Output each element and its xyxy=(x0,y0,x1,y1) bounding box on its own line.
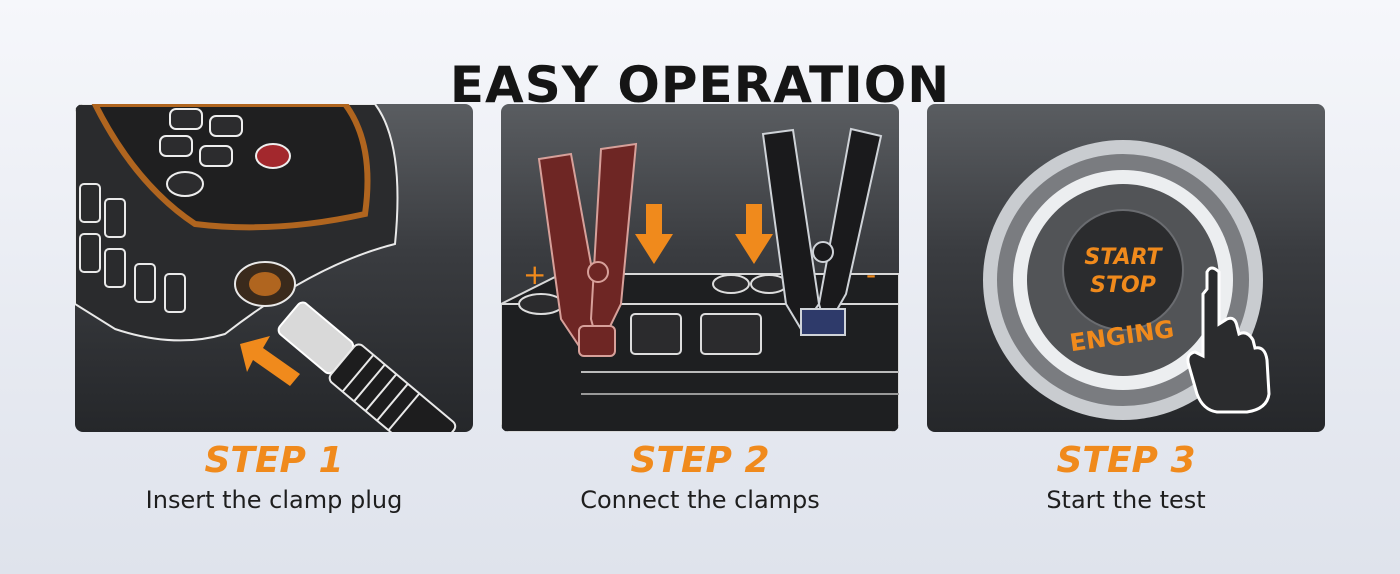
step-3-label: STEP 3 xyxy=(1056,440,1196,481)
battery-clamps-illustration: + - xyxy=(501,127,899,432)
negative-symbol: - xyxy=(866,258,876,291)
step-3-description: Start the test xyxy=(1046,486,1206,514)
step-2-label: STEP 2 xyxy=(630,440,770,481)
positive-symbol: + xyxy=(523,258,546,291)
step-1-image xyxy=(75,104,473,432)
step-1-description: Insert the clamp plug xyxy=(145,486,403,514)
tester-plug-illustration xyxy=(75,104,457,432)
start-text: START xyxy=(1084,245,1163,270)
step-2-description: Connect the clamps xyxy=(580,486,820,514)
step-1-label: STEP 1 xyxy=(204,440,344,481)
step-2-image: + - xyxy=(501,104,899,432)
step-3-image: START STOP ENGING xyxy=(927,104,1325,432)
start-stop-button-illustration: START STOP ENGING xyxy=(983,140,1271,420)
down-arrow-icon xyxy=(735,204,773,264)
page-title: EASY OPERATION xyxy=(449,55,951,114)
pointing-hand-icon xyxy=(1186,266,1271,414)
down-arrow-icon xyxy=(635,204,673,264)
insert-arrow-icon xyxy=(240,336,300,386)
stop-text: STOP xyxy=(1090,273,1156,298)
